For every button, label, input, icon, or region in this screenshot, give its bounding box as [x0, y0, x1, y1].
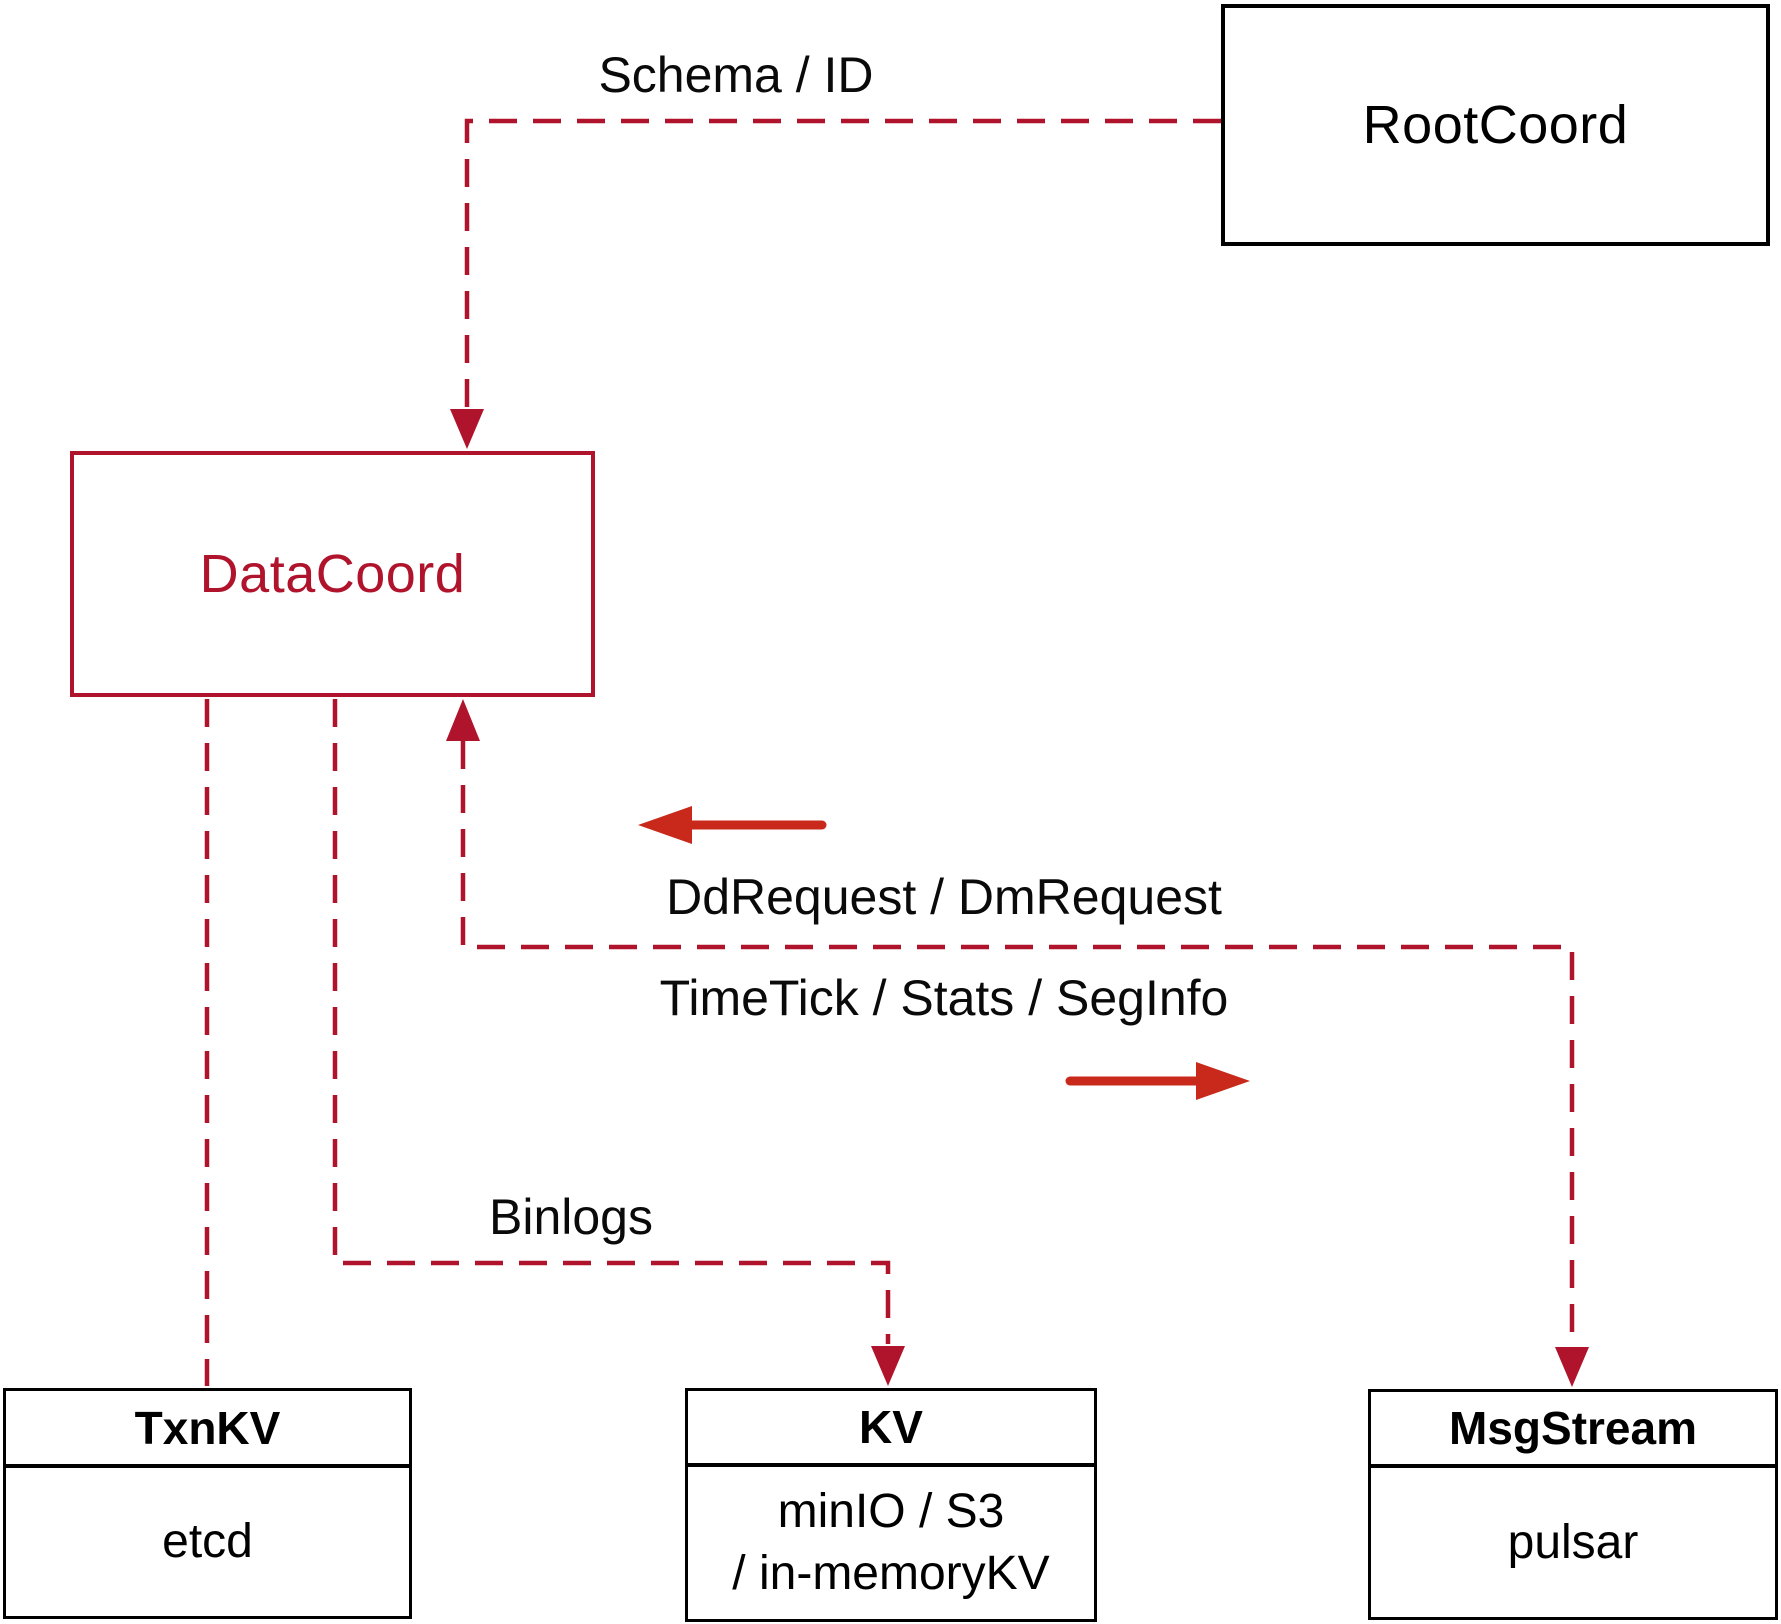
txnkv-body: etcd	[6, 1468, 409, 1616]
node-txnkv: TxnKV etcd	[3, 1388, 412, 1619]
edge-label-schema-id: Schema / ID	[598, 47, 874, 103]
edge-label-binlogs: Binlogs	[489, 1189, 653, 1245]
left-direction-arrow-icon	[638, 806, 827, 844]
msgstream-title: MsgStream	[1371, 1392, 1775, 1468]
txnkv-impl-label: etcd	[162, 1515, 253, 1568]
arrowhead-into-kv-top	[871, 1346, 905, 1386]
node-rootcoord: RootCoord	[1221, 4, 1770, 246]
rootcoord-label: RootCoord	[1362, 95, 1629, 155]
kv-title: KV	[688, 1391, 1094, 1467]
node-msgstream: MsgStream pulsar	[1368, 1389, 1778, 1620]
arrowhead-into-msgstream-top	[1555, 1347, 1589, 1387]
node-datacoord: DataCoord	[70, 451, 595, 697]
node-kv: KV minIO / S3 / in-memoryKV	[685, 1388, 1097, 1622]
kv-body: minIO / S3 / in-memoryKV	[688, 1467, 1094, 1619]
edge-label-timetick-stats-seginfo: TimeTick / Stats / SegInfo	[659, 970, 1229, 1026]
edge-label-ddrequest-dmrequest: DdRequest / DmRequest	[666, 869, 1222, 925]
kv-impl-line2: / in-memoryKV	[732, 1547, 1050, 1600]
kv-impl-line1: minIO / S3	[777, 1485, 1005, 1538]
edge-datacoord-to-kv	[332, 699, 891, 1344]
right-direction-arrow-icon	[1065, 1062, 1250, 1100]
edge-datacoord-to-msgstream	[460, 741, 1575, 1345]
edge-rootcoord-to-datacoord	[464, 118, 1221, 407]
arrowhead-into-datacoord-top	[450, 409, 484, 449]
arrowhead-into-datacoord-bottom	[446, 699, 480, 741]
txnkv-title: TxnKV	[6, 1391, 409, 1468]
datacoord-label: DataCoord	[199, 544, 466, 604]
msgstream-impl-label: pulsar	[1507, 1515, 1639, 1569]
msgstream-body: pulsar	[1371, 1468, 1775, 1617]
